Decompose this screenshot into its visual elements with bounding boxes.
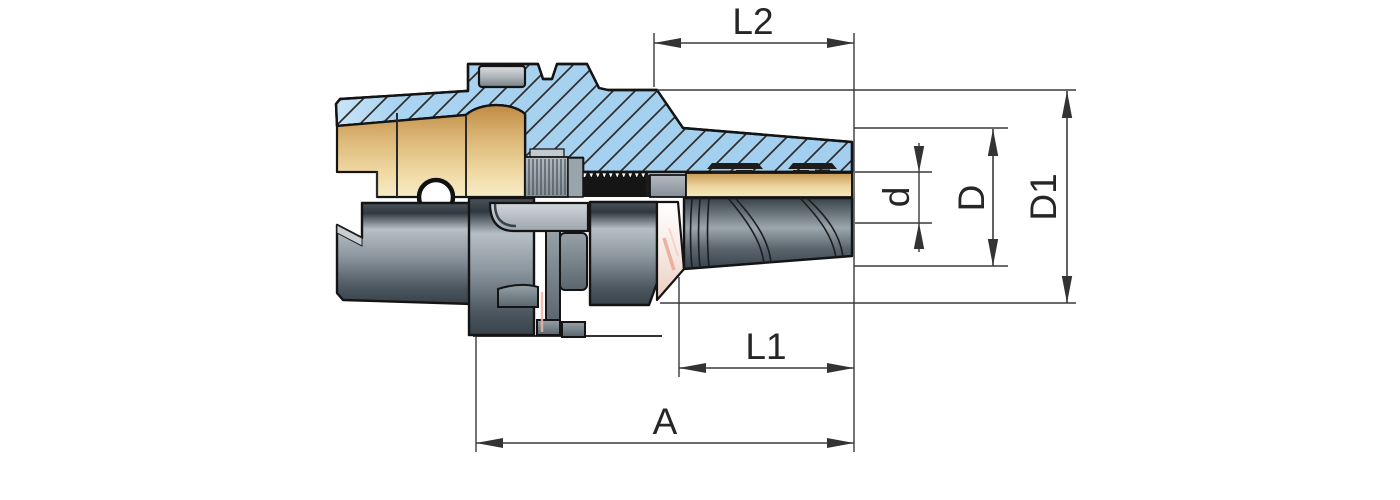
arrowhead <box>987 129 999 156</box>
cone-transition-face <box>655 200 686 302</box>
arrowhead <box>827 363 854 373</box>
dim-label-D: D <box>951 185 992 212</box>
dimension-d: d <box>876 146 925 249</box>
dim-label-d: d <box>876 187 917 208</box>
dimensions: L2 L1 A d D <box>475 1 1076 452</box>
dim-label-L1: L1 <box>745 326 786 367</box>
bore-entry-block-dark <box>646 175 651 197</box>
cone-pink-streak-1 <box>662 237 676 271</box>
arrowhead <box>1061 91 1073 118</box>
key-slot-foot-right <box>561 321 586 338</box>
cone-pink-streak-2 <box>668 227 679 257</box>
arrowhead <box>827 38 854 48</box>
nose-bore <box>685 172 853 198</box>
cavity-seam-lines <box>376 113 467 197</box>
bore-entry-block <box>649 174 687 198</box>
dimension-A: A <box>476 401 854 448</box>
drive-slot-face <box>336 224 363 247</box>
arrowhead <box>679 363 706 373</box>
dimension-L1: L1 <box>679 326 854 373</box>
key-slot-stem <box>545 230 561 323</box>
key-slot-right-block <box>559 232 588 291</box>
arch-inner-shadow <box>493 203 517 228</box>
spacer-wedge <box>567 157 584 198</box>
arrowhead <box>913 223 925 249</box>
arrowhead <box>476 438 503 448</box>
arrowhead <box>987 239 999 266</box>
key-slot-foot-left <box>536 319 561 336</box>
dimension-D: D <box>951 129 999 266</box>
serrated-band <box>583 177 650 197</box>
gripper-groove-arch <box>488 201 590 233</box>
coolant-slots <box>707 163 837 173</box>
arrowhead <box>827 438 854 448</box>
arrowhead <box>913 146 925 172</box>
dim-label-L2: L2 <box>732 1 773 42</box>
extension-lines <box>475 33 1076 452</box>
arrowhead <box>1061 276 1073 303</box>
hsk-shank-exterior <box>335 201 475 306</box>
dim-label-A: A <box>653 401 678 442</box>
external-view-lower-half <box>335 141 854 338</box>
dimension-D1: D1 <box>1023 91 1073 303</box>
dim-label-D1: D1 <box>1023 173 1064 220</box>
nose-surface-lines <box>689 197 844 269</box>
clamping-screw <box>477 64 527 89</box>
dimension-L2: L2 <box>654 1 854 48</box>
section-view-upper-half <box>334 62 854 217</box>
collar-exterior <box>588 200 659 307</box>
thread-stripes <box>528 159 566 195</box>
key-slot-hook <box>497 283 539 308</box>
arrowhead <box>654 38 681 48</box>
serration-teeth <box>585 170 650 177</box>
